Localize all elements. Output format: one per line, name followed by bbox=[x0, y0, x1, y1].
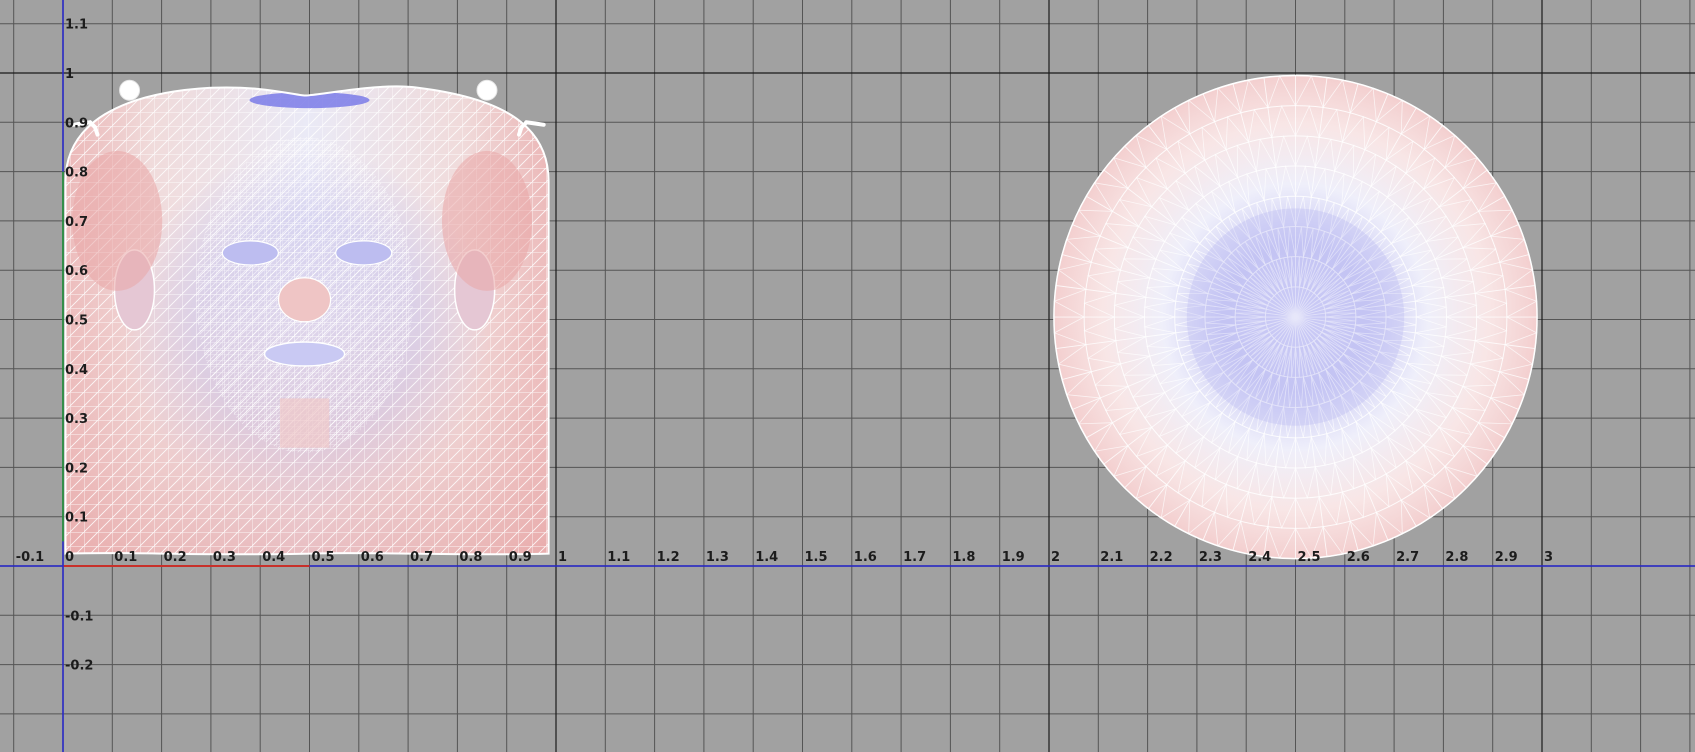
disc-triangle-band bbox=[1143, 164, 1448, 470]
head-island-outline bbox=[64, 85, 550, 556]
chin-region bbox=[279, 398, 330, 448]
u-axis-tick-label: 2.2 bbox=[1150, 550, 1173, 565]
v-axis-tick-label: 0.2 bbox=[65, 461, 88, 476]
v-axis-tick-label: -0.1 bbox=[65, 609, 93, 624]
u-axis-tick-label: 0.7 bbox=[410, 550, 433, 565]
u-axis-tick-label: 1.7 bbox=[903, 550, 926, 565]
left-eye-region bbox=[221, 240, 279, 266]
left-temple-region bbox=[72, 150, 163, 291]
v-axis-tick-label: 1 bbox=[65, 67, 74, 82]
right-uv-dot bbox=[476, 79, 498, 101]
u-axis-tick-label: 0.2 bbox=[164, 550, 187, 565]
u-axis-tick-label: 0.8 bbox=[459, 550, 482, 565]
u-axis-tick-label: 0.9 bbox=[509, 550, 532, 565]
u-axis-tick-label: 3 bbox=[1544, 550, 1553, 565]
u-axis-tick-label: 0.5 bbox=[312, 550, 335, 565]
disc-triangle-band bbox=[1235, 256, 1356, 378]
u-axis-tick-label: 0.4 bbox=[262, 550, 285, 565]
u-axis-tick-label: 1.9 bbox=[1002, 550, 1025, 565]
disc-triangle-band bbox=[1053, 75, 1538, 560]
u-axis-tick-label: 0.1 bbox=[114, 550, 137, 565]
disc-triangle-band bbox=[1174, 196, 1417, 438]
v-axis-tick-label: 0.1 bbox=[65, 511, 88, 526]
u-axis-tick-label: 1 bbox=[558, 550, 567, 565]
u-axis-tick-label: 1.1 bbox=[607, 550, 630, 565]
v-axis-tick-label: 0.8 bbox=[65, 166, 88, 181]
face-features bbox=[72, 92, 532, 448]
u-axis-tick-label: 1.4 bbox=[755, 550, 778, 565]
u-axis-tick-label: 1.6 bbox=[854, 550, 877, 565]
u-axis-tick-label: 1.2 bbox=[657, 550, 680, 565]
disc-uv-island[interactable] bbox=[1053, 74, 1538, 560]
nose-region bbox=[277, 277, 332, 323]
u-axis-labels: -0.1 0 0.1 0.2 0.3 0.4 0.5 0.6 0.7 0.8 0.9 1 1.1 1.2 1… bbox=[16, 550, 1553, 565]
u-axis-tick-label: 1.3 bbox=[706, 550, 729, 565]
disc-inner-region bbox=[1186, 208, 1405, 426]
u-axis-tick-label: 2.8 bbox=[1445, 550, 1468, 565]
u-axis-tick-label: 2.9 bbox=[1495, 550, 1518, 565]
right-eye-region bbox=[335, 240, 393, 266]
disc-triangle-band bbox=[1113, 134, 1478, 500]
u-axis-tick-label: -0.1 bbox=[16, 550, 44, 565]
top-cap-region bbox=[249, 92, 370, 109]
u-axis-tick-label: 2.3 bbox=[1199, 550, 1222, 565]
u-axis-tick-label: 2.7 bbox=[1396, 550, 1419, 565]
u-axis-tick-label: 2.5 bbox=[1298, 550, 1321, 565]
left-uv-dot bbox=[119, 79, 141, 101]
head-uv-island[interactable] bbox=[64, 79, 550, 559]
v-axis-labels: 1.1 1 0.9 0.8 0.7 0.6 0.5 0.4 0.3 0.2 0.1 -0.1 -0.2 bbox=[65, 18, 93, 674]
u-axis-tick-label: 1.8 bbox=[952, 550, 975, 565]
mouth-region bbox=[263, 341, 346, 367]
head-detached-pieces bbox=[70, 79, 546, 137]
v-axis-tick-label: 0.9 bbox=[65, 116, 88, 131]
u-axis-tick-label: 2.6 bbox=[1347, 550, 1370, 565]
u-axis-tick-label: 2.4 bbox=[1248, 550, 1271, 565]
v-axis-tick-label: 0.7 bbox=[65, 215, 88, 230]
v-axis-tick-label: 1.1 bbox=[65, 18, 88, 33]
u-axis-tick-label: 0.3 bbox=[213, 550, 236, 565]
u-axis-tick-label: 0.6 bbox=[361, 550, 384, 565]
u-axis-tick-label: 2.1 bbox=[1100, 550, 1123, 565]
u-axis-tick-label: 0 bbox=[65, 550, 74, 565]
right-hook-piece bbox=[517, 120, 546, 137]
v-axis-tick-label: 0.4 bbox=[65, 363, 88, 378]
disc-triangle-band bbox=[1205, 226, 1386, 408]
v-axis-tick-label: -0.2 bbox=[65, 659, 93, 674]
v-axis-tick-label: 0.5 bbox=[65, 314, 88, 329]
right-temple-region bbox=[441, 150, 532, 291]
left-hook-piece bbox=[70, 120, 100, 137]
disc-triangle-band bbox=[1083, 105, 1508, 530]
disc-wireframe bbox=[1053, 74, 1538, 560]
v-axis-tick-label: 0.6 bbox=[65, 264, 88, 279]
v-axis-tick-label: 0.3 bbox=[65, 412, 88, 427]
u-axis-tick-label: 1.5 bbox=[805, 550, 828, 565]
u-axis-tick-label: 2 bbox=[1051, 550, 1060, 565]
